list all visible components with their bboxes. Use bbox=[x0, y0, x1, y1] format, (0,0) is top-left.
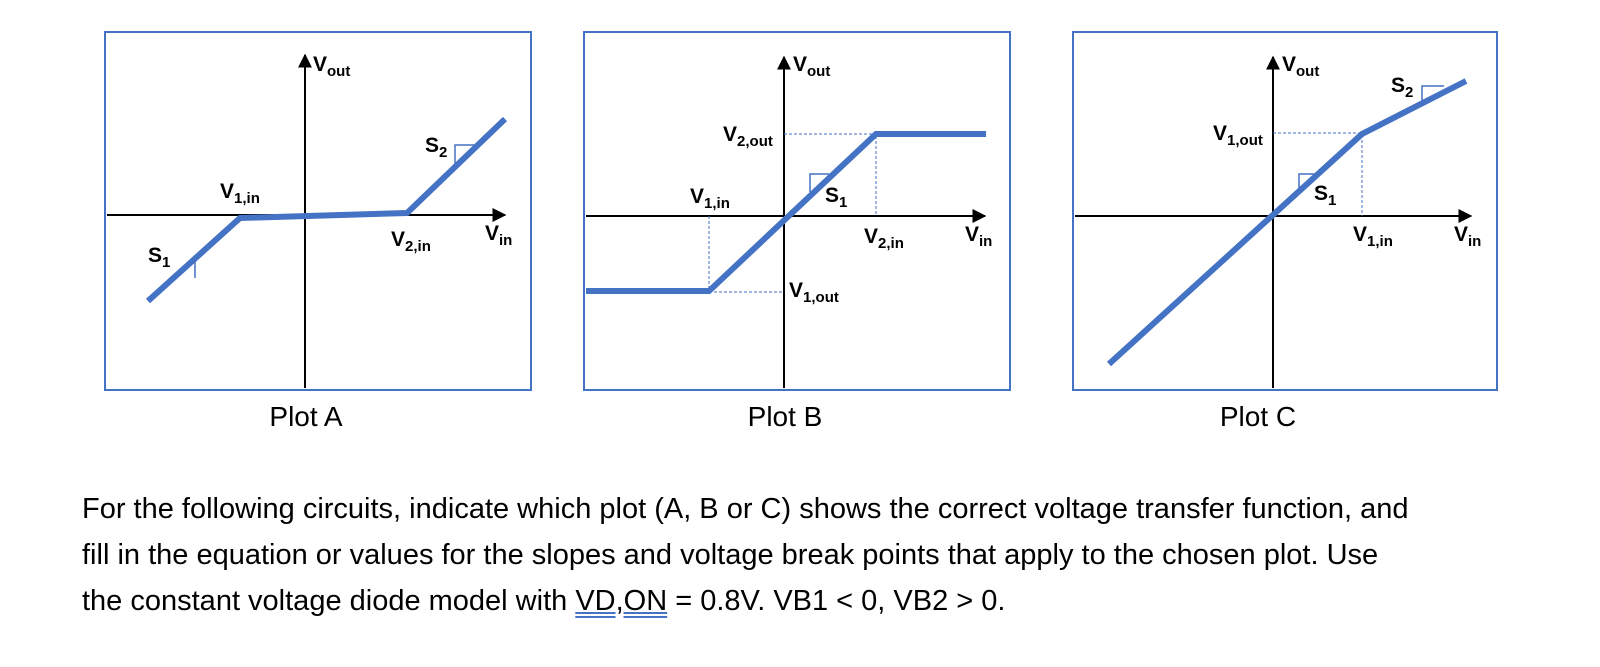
plot-b-v1out-label: V1,out bbox=[789, 279, 839, 306]
plot-c: Vout Vin S2 V1,out S1 V1,in Plot C bbox=[1072, 31, 1498, 432]
plot-b-v2in-label: V2,in bbox=[864, 225, 904, 252]
plot-b-v2out-label: V2,out bbox=[723, 123, 773, 150]
plot-b-frame bbox=[583, 31, 1011, 391]
plot-a-s2-slope-marker bbox=[454, 144, 476, 166]
plot-c-s2-slope-marker bbox=[1421, 85, 1444, 104]
question-line-2: fill in the equation or values for the s… bbox=[82, 539, 1379, 571]
question-line-3-start: the constant voltage diode model with bbox=[82, 585, 576, 617]
plot-b-s1-slope-marker bbox=[809, 173, 829, 192]
plot-b-vin-label: Vin bbox=[965, 223, 992, 250]
plot-b-curve bbox=[586, 131, 986, 294]
plot-b: Vout Vin V2,out V1,in S1 V2,in V1,out Pl… bbox=[583, 31, 1011, 432]
plot-c-v1in-label: V1,in bbox=[1353, 223, 1393, 250]
question-line-3: the constant voltage diode model with VD… bbox=[82, 578, 1562, 624]
vdon-term: VD,ON bbox=[575, 585, 668, 617]
plot-a-v2in-label: V2,in bbox=[391, 228, 431, 255]
plot-c-vout-label: Vout bbox=[1282, 53, 1319, 80]
plot-b-v1in-label: V1,in bbox=[690, 185, 730, 212]
plot-c-v1out-label: V1,out bbox=[1213, 122, 1263, 149]
plot-c-s1-slope-marker bbox=[1298, 173, 1318, 192]
plot-a-curve bbox=[145, 116, 508, 304]
plot-c-caption: Plot C bbox=[1220, 401, 1296, 432]
plot-a-vout-label: Vout bbox=[313, 53, 350, 80]
plot-a: Vout Vin V1,in V2,in S1 S2 Plot A bbox=[104, 31, 532, 432]
plot-a-caption: Plot A bbox=[269, 401, 342, 432]
plot-a-s1-slope-marker bbox=[171, 255, 196, 279]
plot-a-frame bbox=[104, 31, 532, 391]
question-line-3-end: = 0.8V. VB1 < 0, VB2 > 0. bbox=[667, 585, 1006, 617]
plot-a-s1-label: S1 bbox=[148, 244, 170, 271]
plot-b-vout-label: Vout bbox=[793, 53, 830, 80]
plot-c-frame bbox=[1072, 31, 1498, 391]
plot-c-s1-label: S1 bbox=[1314, 182, 1336, 209]
plot-c-vin-label: Vin bbox=[1454, 223, 1481, 250]
plot-b-s1-label: S1 bbox=[825, 184, 847, 211]
plot-a-vin-label: Vin bbox=[485, 222, 512, 249]
question-text: For the following circuits, indicate whi… bbox=[82, 486, 1562, 624]
plot-b-caption: Plot B bbox=[748, 401, 823, 432]
plot-c-curve bbox=[1106, 78, 1468, 367]
plot-a-s2-label: S2 bbox=[425, 134, 447, 161]
question-line-1: For the following circuits, indicate whi… bbox=[82, 493, 1409, 525]
plot-a-v1in-label: V1,in bbox=[220, 180, 260, 207]
plot-c-s2-label: S2 bbox=[1391, 74, 1413, 101]
